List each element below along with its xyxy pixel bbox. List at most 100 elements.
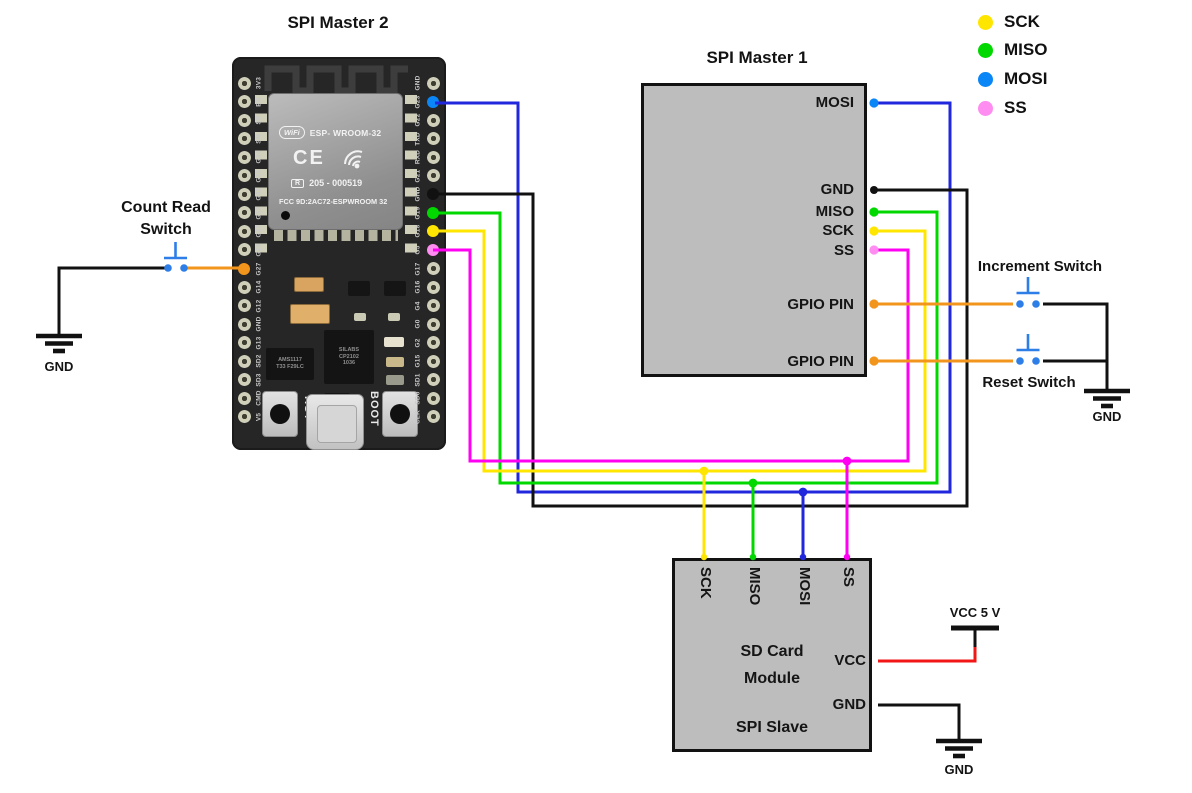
junction-miso [748, 478, 758, 488]
spi1-mosi-terminal [869, 98, 879, 108]
ground-symbol-left [36, 333, 82, 354]
smd-component [386, 375, 404, 385]
sd-name-line1: SD Card [740, 643, 804, 660]
spi-master1-title: SPI Master 1 [706, 48, 808, 67]
esp32-pin-label: G33 [255, 206, 263, 220]
ce-mark: CE [293, 146, 325, 169]
esp32-pin-label: 3V3 [255, 76, 263, 90]
wire-vcc-red [878, 645, 977, 663]
esp32-pin-clk-right [426, 410, 440, 424]
ground-symbol-switches [1084, 388, 1130, 409]
esp32-pin-label: G2 [414, 338, 422, 348]
esp32-pin-rxd-right [426, 150, 440, 164]
esp32-pin-label: SD1 [414, 373, 422, 387]
esp32-pin-label: G5 [414, 245, 422, 255]
spi1-pin-gpio1: GPIO PIN [787, 296, 854, 313]
wifi-arcs-icon [343, 150, 363, 169]
count-read-line1: Count Read [121, 199, 211, 216]
boot-button [382, 391, 418, 437]
castellated-pads [274, 229, 398, 241]
voltage-regulator-chip: AMS1117 T33 F29LC [266, 348, 314, 380]
spi1-pin-gpio2: GPIO PIN [787, 353, 854, 370]
esp32-pin-g2-right [426, 336, 440, 350]
sd-name-line2: Module [744, 670, 800, 687]
right-pad-column [405, 95, 417, 255]
r-certification-mark: R [291, 178, 305, 188]
esp32-pin-sd2-left [237, 354, 251, 368]
sd-pin-mosi: MOSI [796, 567, 813, 606]
esp32-board: WiFi ESP- WROOM-32 CE R 205 - 000519 FCC… [232, 57, 446, 450]
spi1-gnd-terminal [870, 186, 878, 194]
esp32-pin-g0-right [426, 317, 440, 331]
count-read-line2: Switch [140, 221, 192, 238]
smd-component [388, 313, 400, 321]
fcc-id-text: FCC 9D:2AC72-ESPWROOM 32 [279, 197, 388, 206]
esp32-pin-label: GND [414, 186, 422, 202]
spi1-pin-ss: SS [833, 242, 854, 259]
esp32-pin-label: G22 [414, 113, 422, 127]
sd-pin-ss: SS [840, 567, 857, 588]
micro-usb-port [306, 394, 364, 450]
esp32-pin-label: G23 [414, 95, 422, 108]
esp32-pin-g32-left [237, 187, 251, 201]
legend-item-miso: MISO [978, 39, 1047, 61]
chip-text: 1036 [342, 360, 356, 367]
esp32-pin-label: G19 [414, 206, 422, 220]
esp32-pin-g19-right [427, 206, 439, 219]
gnd-label-left: GND [44, 359, 74, 374]
legend-label: SS [1004, 98, 1027, 117]
legend-item-sck: SCK [978, 11, 1040, 33]
esp32-pin-label: G17 [414, 262, 422, 275]
increment-switch-symbol [1016, 277, 1040, 308]
esp-wroom-32-shield: WiFi ESP- WROOM-32 CE R 205 - 000519 FCC… [268, 93, 403, 230]
esp32-pin-label: SD2 [255, 354, 263, 368]
esp32-pin-sd1-right [426, 373, 440, 387]
esp32-pin-g35-left [237, 169, 251, 183]
spi1-gpio2-terminal [869, 356, 879, 366]
esp32-title: SPI Master 2 [287, 13, 389, 32]
esp32-pin-v5-left [237, 410, 251, 424]
esp32-pin-g27-left [238, 262, 250, 275]
reset-switch-label: Reset Switch [982, 374, 1076, 391]
esp32-pin-label: G32 [255, 187, 263, 201]
esp32-pin-label: SP [255, 115, 263, 125]
chip-text: AMS1117 [278, 357, 302, 364]
spi-master1-box: MOSI GND MISO SCK SS GPIO PIN GPIO PIN [641, 83, 867, 377]
esp32-pin-label: G35 [255, 169, 263, 183]
chip-text: SILABS [338, 346, 360, 353]
left-pad-column [255, 95, 267, 255]
esp32-pin-en-left [237, 95, 251, 109]
esp32-pin-label: G27 [255, 262, 263, 275]
esp32-pin-g26-left [237, 243, 251, 257]
esp32-pin-label: G26 [255, 243, 263, 257]
esp32-pin-label: GND [414, 75, 422, 91]
spi1-gpio1-terminal [869, 299, 879, 309]
esp32-pin-3v3-left [237, 76, 251, 90]
esp32-pin-g33-left [237, 206, 251, 220]
ground-symbol-sd [936, 738, 982, 759]
esp32-pin-label: G14 [255, 280, 263, 294]
esp32-pin-g15-right [426, 354, 440, 368]
esp32-pin-g23-right [427, 95, 439, 108]
rst-button [262, 391, 298, 437]
esp32-pin-g25-left [237, 224, 251, 238]
esp32-pin-label: G34 [255, 150, 263, 164]
mosi-color-dot [978, 71, 993, 87]
esp32-pin-label: SN [255, 133, 263, 144]
esp32-pin-label: G0 [414, 319, 422, 329]
legend-label: MISO [1004, 40, 1048, 59]
usb-bridge-chip: SILABS CP2102 1036 [324, 330, 374, 384]
increment-switch-label: Increment Switch [977, 258, 1103, 275]
spi1-miso-terminal [869, 207, 879, 217]
esp32-pin-g22-right [426, 113, 440, 127]
chip-text: CP2102 [339, 353, 359, 360]
spi1-pin-miso: MISO [815, 203, 854, 220]
esp32-pin-label: G12 [255, 299, 263, 313]
transistor [348, 281, 370, 296]
reset-switch-symbol [1016, 334, 1040, 365]
esp32-pin-label: RXD [414, 150, 422, 165]
gnd-label-switches: GND [1092, 409, 1122, 424]
esp32-pin-label: TXD [414, 131, 422, 146]
esp32-pin-txd-right [426, 132, 440, 146]
legend-item-mosi: MOSI [978, 68, 1047, 90]
